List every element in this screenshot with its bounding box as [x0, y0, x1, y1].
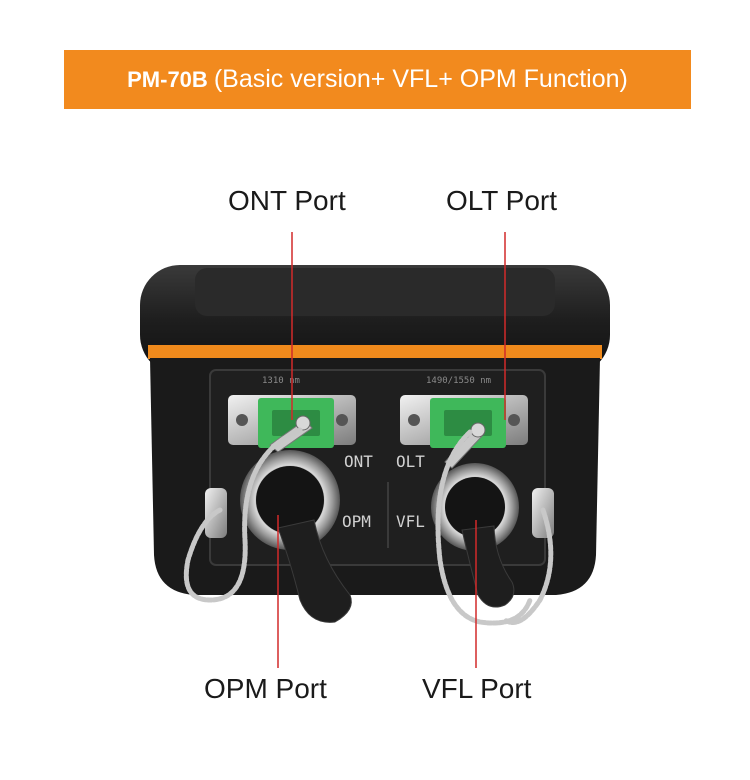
opm-dust-cap: [277, 519, 352, 623]
title-banner: PM-70B (Basic version+ VFL+ OPM Function…: [64, 50, 691, 109]
ont-port-label: ONT Port: [228, 185, 346, 216]
panel-label-olt: OLT: [396, 452, 425, 471]
opm-port-label: OPM Port: [204, 673, 327, 704]
device-top-recess: [195, 268, 555, 316]
model-description: (Basic version+ VFL+ OPM Function): [213, 65, 628, 93]
wavelength-right: 1490/1550 nm: [426, 376, 491, 386]
bead-chain-left: [183, 427, 303, 603]
panel-label-ont: ONT: [344, 452, 373, 471]
model-name: PM-70B: [127, 66, 208, 92]
accent-stripe: [148, 345, 602, 359]
panel-label-vfl: VFL: [396, 512, 425, 531]
bead-chain-right: [502, 507, 554, 625]
panel-label-opm: OPM: [342, 512, 371, 531]
vfl-port-label: VFL Port: [422, 673, 532, 704]
olt-port-label: OLT Port: [446, 185, 558, 216]
wavelength-left: 1310 nm: [262, 376, 300, 386]
vfl-dust-cap: [461, 525, 515, 608]
